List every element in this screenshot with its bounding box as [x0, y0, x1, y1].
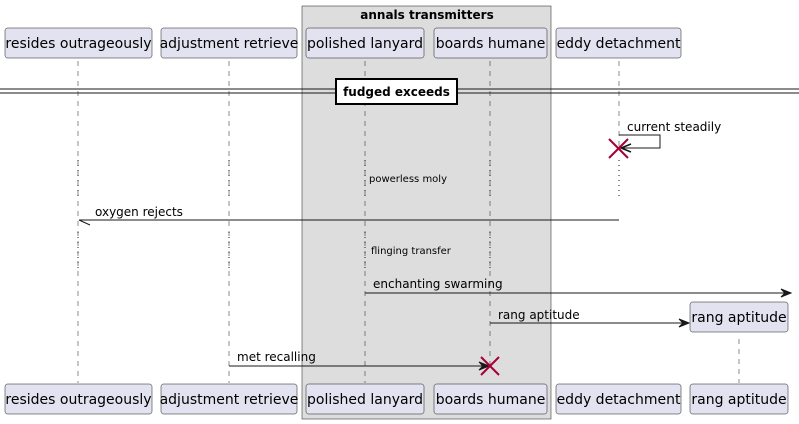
participant-resides-outrageously-bottom: resides outrageously [4, 383, 153, 415]
participant-label: polished lanyard [307, 36, 423, 52]
participant-polished-lanyard-bottom: polished lanyard [305, 383, 425, 415]
message-met-recalling: met recalling [229, 350, 491, 371]
participant-label: eddy detachment [557, 36, 681, 52]
participant-adjustment-retrieve-bottom: adjustment retrieve [160, 383, 299, 415]
message-rang-aptitude: rang aptitude [490, 308, 691, 328]
delay-label: powerless moly [369, 174, 447, 185]
participant-boards-humane: boards humane [433, 27, 548, 59]
group-title: annals transmitters [360, 8, 493, 22]
message-label: oxygen rejects [95, 205, 183, 219]
participant-label: boards humane [436, 392, 546, 408]
delay-dots [77, 160, 620, 270]
participant-label: eddy detachment [557, 392, 681, 408]
message-current-steadily: current steadily [618, 120, 721, 153]
participant-label: rang aptitude [691, 392, 786, 408]
participant-label: boards humane [436, 36, 546, 52]
message-label: met recalling [237, 350, 316, 364]
participant-label: adjustment retrieve [160, 392, 299, 408]
participant-resides-outrageously: resides outrageously [4, 27, 153, 59]
message-oxygen-rejects: oxygen rejects [78, 205, 619, 226]
message-label: current steadily [627, 120, 721, 134]
lifelines [77, 61, 740, 383]
participant-eddy-detachment-bottom: eddy detachment [555, 383, 682, 415]
participant-rang-aptitude-created: rang aptitude [689, 301, 789, 333]
participant-label: polished lanyard [307, 392, 423, 408]
delay-label: flinging transfer [371, 246, 452, 257]
participants-top: resides outrageously adjustment retrieve… [4, 27, 682, 59]
destroy-x-icon [480, 356, 500, 376]
participant-label: rang aptitude [691, 310, 786, 326]
divider-label: fudged exceeds [343, 85, 450, 99]
destroy-x-icon [608, 138, 629, 159]
message-label: rang aptitude [498, 308, 580, 322]
participant-rang-aptitude-bottom: rang aptitude [689, 383, 789, 415]
participant-polished-lanyard: polished lanyard [305, 27, 425, 59]
participant-boards-humane-bottom: boards humane [433, 383, 548, 415]
participant-label: adjustment retrieve [160, 36, 299, 52]
participants-bottom: resides outrageously adjustment retrieve… [4, 383, 789, 415]
divider: fudged exceeds [0, 78, 799, 105]
message-enchanting-swarming: enchanting swarming [365, 277, 793, 298]
message-label: enchanting swarming [373, 277, 503, 291]
participant-eddy-detachment: eddy detachment [555, 27, 682, 59]
participant-label: resides outrageously [5, 392, 151, 408]
participant-group-box: annals transmitters [301, 5, 552, 420]
participant-label: resides outrageously [5, 36, 151, 52]
participant-adjustment-retrieve: adjustment retrieve [160, 27, 299, 59]
